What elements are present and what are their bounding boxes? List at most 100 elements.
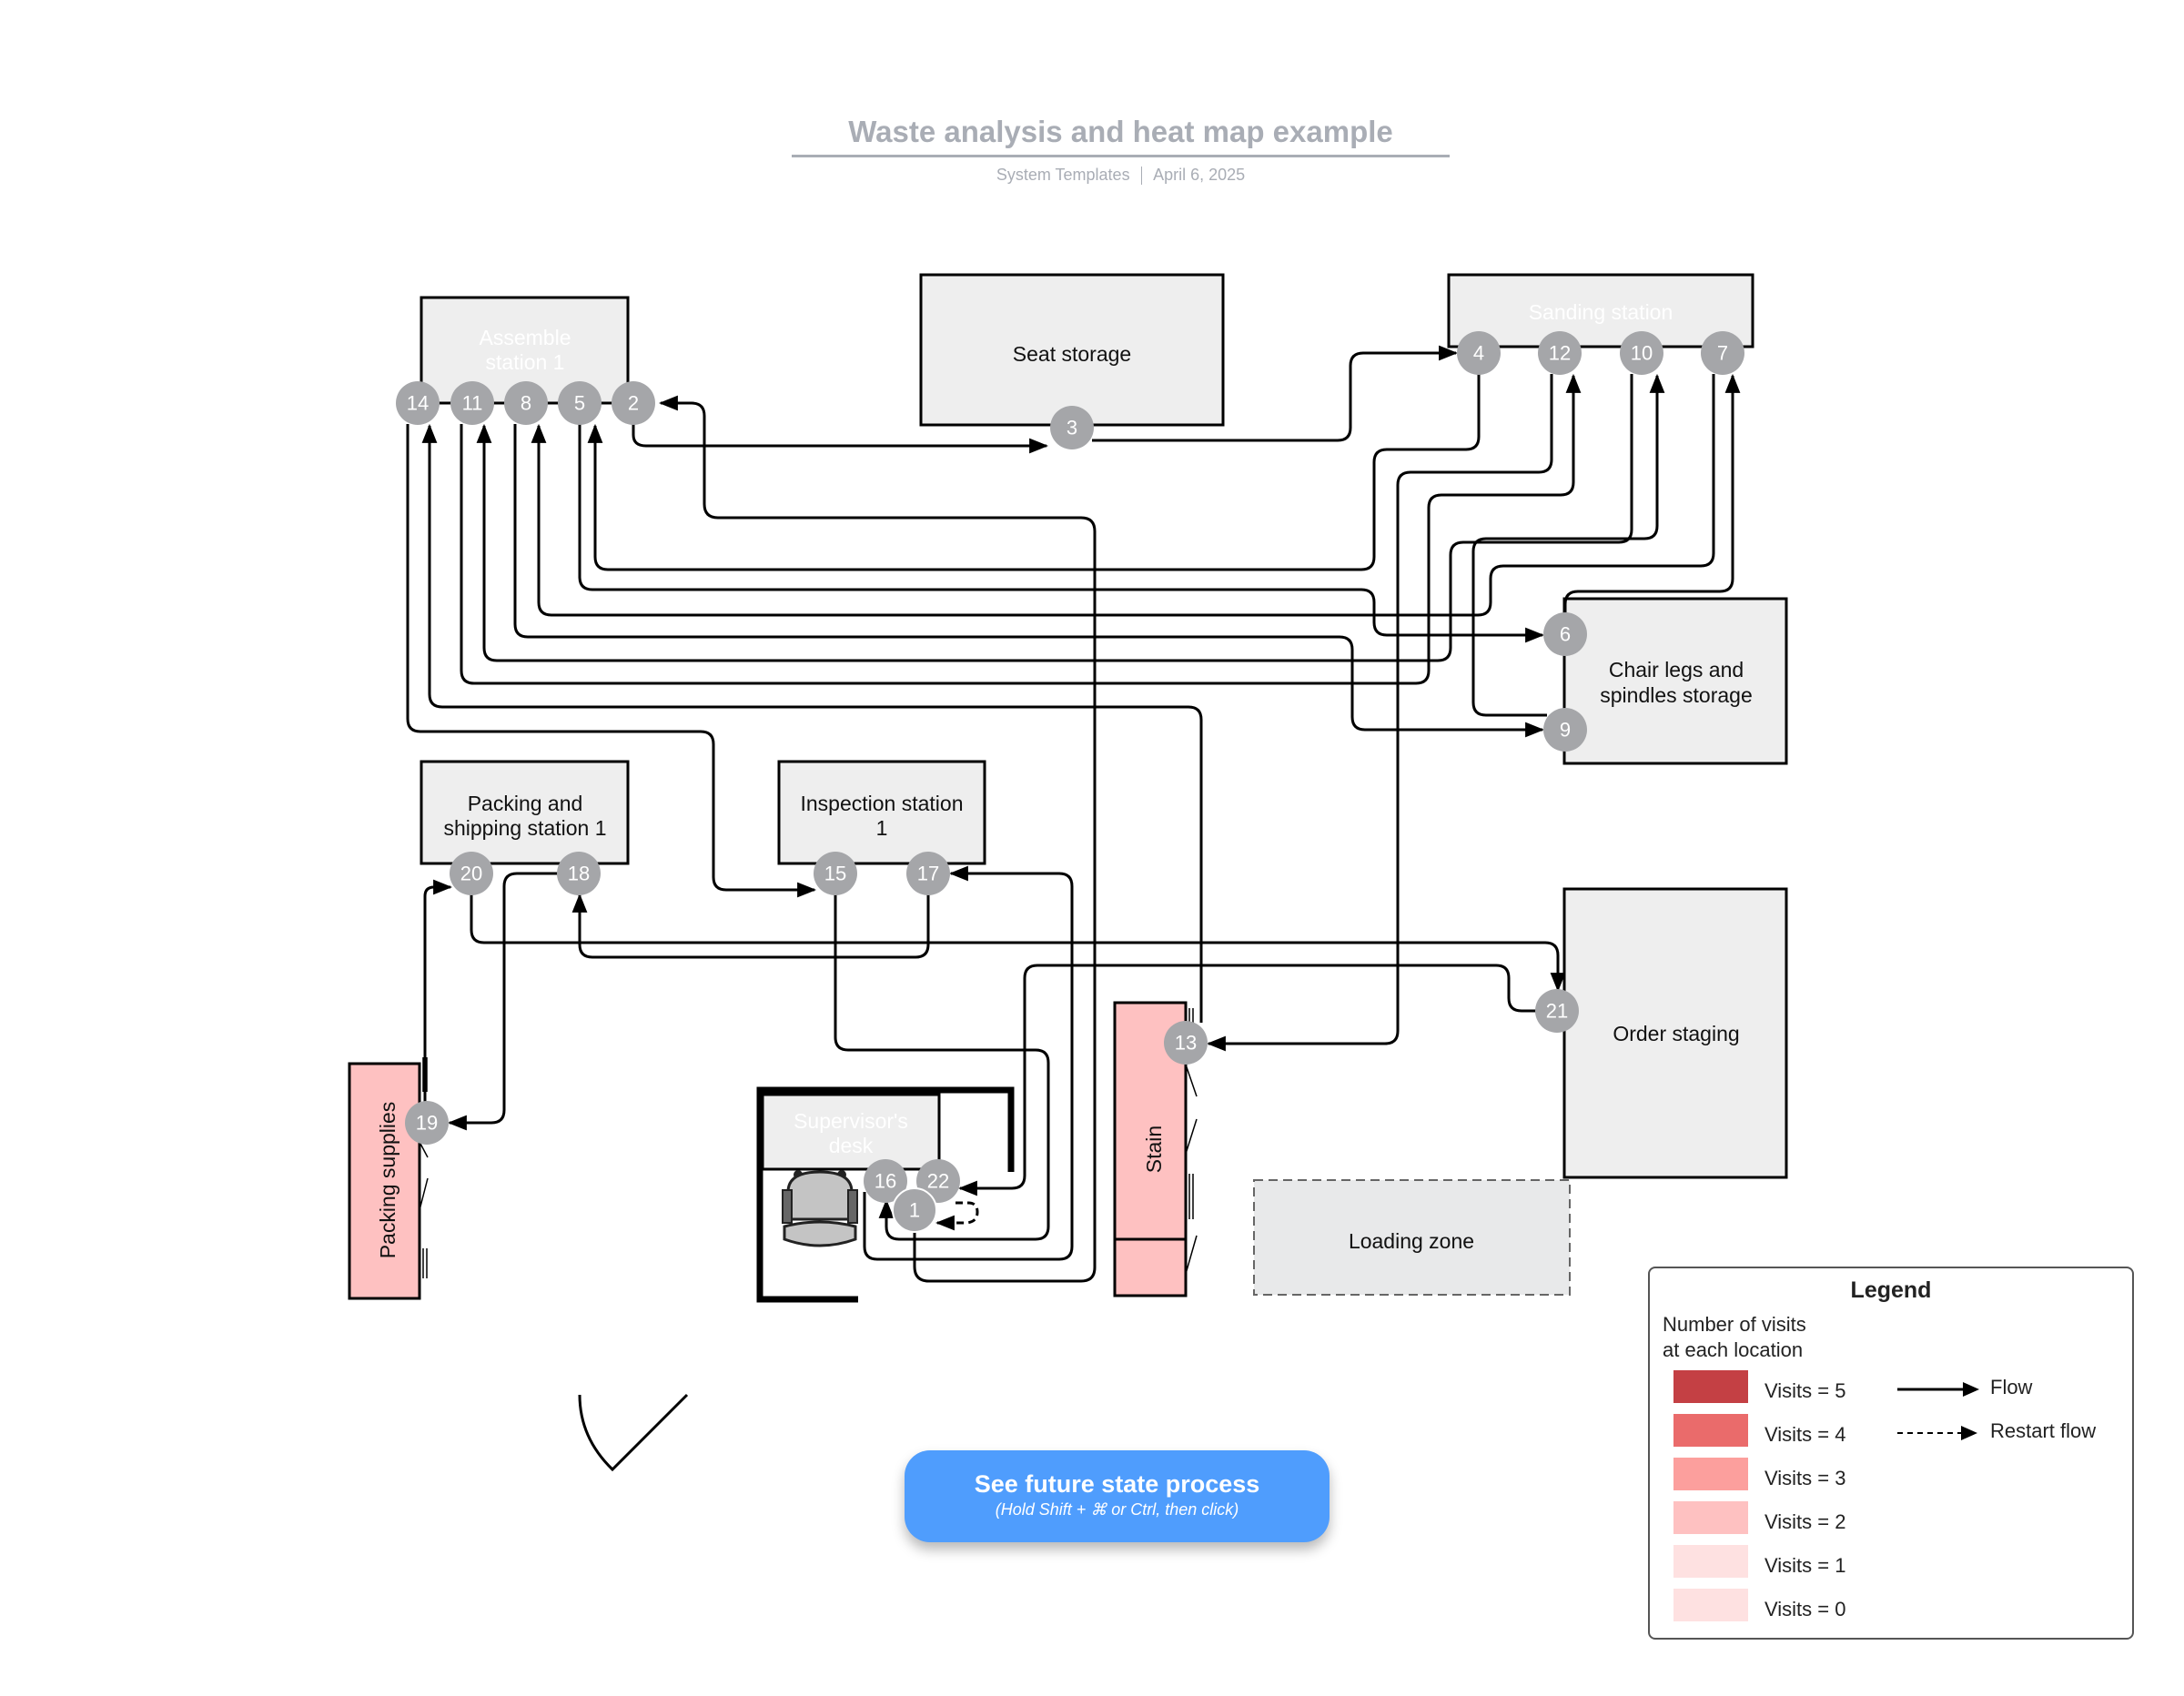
location-packing-shipping-station[interactable]: Packing and shipping station 1 bbox=[420, 760, 630, 865]
step-node-3[interactable]: 3 bbox=[1050, 406, 1094, 449]
date: April 6, 2025 bbox=[1153, 166, 1246, 184]
legend-row-label: Visits = 0 bbox=[1764, 1598, 1846, 1620]
subtitle-separator bbox=[1140, 167, 1143, 186]
page-title: Waste analysis and heat map example bbox=[848, 115, 1393, 148]
legend-title: Legend bbox=[1850, 1277, 1932, 1303]
packing-shipping-label-line1: Packing and bbox=[468, 792, 583, 815]
location-supervisor-office[interactable]: Supervisor's desk bbox=[756, 1086, 1015, 1303]
legend-row: Visits = 1 bbox=[1673, 1545, 1883, 1578]
assemble-label-line1: Assemble bbox=[480, 326, 571, 349]
loading-zone-label: Loading zone bbox=[1349, 1229, 1474, 1253]
legend-row-label: Visits = 4 bbox=[1764, 1423, 1846, 1446]
flow-8-to-9 bbox=[513, 424, 1545, 738]
flow-22-to-1-restart bbox=[935, 1201, 979, 1231]
legend-flow: Flow bbox=[1896, 1376, 2123, 1403]
location-order-staging[interactable]: Order staging bbox=[1562, 887, 1788, 1179]
svg-text:11: 11 bbox=[462, 392, 483, 415]
step-node-11[interactable]: 11 bbox=[450, 381, 494, 425]
assemble-label-line2: station 1 bbox=[486, 350, 565, 374]
legend-swatch bbox=[1673, 1370, 1748, 1403]
location-seat-storage[interactable]: Seat storage bbox=[919, 273, 1225, 427]
flow-17-to-18 bbox=[571, 893, 930, 959]
chair-legs-label-line2: spindles storage bbox=[1600, 683, 1753, 707]
location-packing-supplies[interactable]: Packing supplies bbox=[348, 1057, 429, 1300]
flow-connectors bbox=[406, 345, 1741, 1283]
legend-row-label: Visits = 1 bbox=[1764, 1554, 1846, 1577]
svg-text:21: 21 bbox=[1546, 1000, 1568, 1023]
see-future-state-button[interactable]: See future state process (Hold Shift + ⌘… bbox=[905, 1450, 1330, 1542]
step-node-2[interactable]: 2 bbox=[612, 381, 655, 425]
step-node-6[interactable]: 6 bbox=[1543, 612, 1587, 656]
inspection-label-line2: 1 bbox=[876, 816, 888, 840]
step-nodes: 14 11 8 5 2 3 4 12 10 7 6 9 20 18 15 17 … bbox=[396, 331, 1744, 1233]
step-node-13[interactable]: 13 bbox=[1164, 1021, 1208, 1065]
location-sanding-station[interactable]: Sanding station bbox=[1447, 273, 1754, 348]
flow-16-to-17 bbox=[863, 865, 1074, 1261]
sanding-label: Sanding station bbox=[1529, 300, 1673, 324]
packing-shipping-label-line2: shipping station 1 bbox=[443, 816, 606, 840]
legend-row: Visits = 4 bbox=[1673, 1414, 1883, 1447]
legend-swatch bbox=[1673, 1501, 1748, 1534]
title-underline bbox=[792, 155, 1450, 157]
step-node-16[interactable]: 16 bbox=[864, 1159, 907, 1203]
svg-text:12: 12 bbox=[1549, 342, 1571, 365]
cta-label: See future state process bbox=[974, 1470, 1260, 1498]
step-node-4[interactable]: 4 bbox=[1457, 331, 1501, 375]
svg-text:4: 4 bbox=[1473, 342, 1484, 365]
svg-text:8: 8 bbox=[521, 392, 531, 415]
svg-text:3: 3 bbox=[1067, 417, 1077, 439]
step-node-5[interactable]: 5 bbox=[558, 381, 602, 425]
page-subtitle: System Templates April 6, 2025 bbox=[792, 166, 1450, 186]
legend-restart-label: Restart flow bbox=[1990, 1419, 2097, 1442]
step-node-20[interactable]: 20 bbox=[450, 852, 493, 895]
svg-text:14: 14 bbox=[407, 392, 429, 415]
svg-text:2: 2 bbox=[628, 392, 639, 415]
step-node-12[interactable]: 12 bbox=[1538, 331, 1582, 375]
step-node-19[interactable]: 19 bbox=[405, 1101, 449, 1145]
step-node-10[interactable]: 10 bbox=[1620, 331, 1663, 375]
step-node-21[interactable]: 21 bbox=[1535, 989, 1579, 1033]
step-node-9[interactable]: 9 bbox=[1543, 708, 1587, 752]
svg-text:5: 5 bbox=[574, 392, 585, 415]
location-inspection-station[interactable]: Inspection station 1 bbox=[777, 760, 986, 865]
svg-text:18: 18 bbox=[568, 863, 590, 885]
flow-14-to-15 bbox=[406, 424, 817, 898]
flow-12-to-13 bbox=[1206, 374, 1553, 1052]
flow-7-to-8 bbox=[531, 374, 1715, 617]
flow-4-to-5 bbox=[587, 374, 1481, 571]
legend-swatch bbox=[1673, 1545, 1748, 1578]
svg-text:9: 9 bbox=[1560, 719, 1571, 742]
flow-21-to-22 bbox=[957, 964, 1536, 1196]
legend-swatch bbox=[1673, 1458, 1748, 1490]
legend-swatch bbox=[1673, 1589, 1748, 1621]
svg-text:13: 13 bbox=[1175, 1032, 1197, 1055]
legend-row-label: Visits = 5 bbox=[1764, 1379, 1846, 1402]
legend-row: Visits = 0 bbox=[1673, 1589, 1883, 1621]
flow-18-to-19 bbox=[447, 872, 559, 1131]
flow-11-to-12 bbox=[460, 373, 1582, 685]
door-swing-icon bbox=[578, 1393, 689, 1472]
office-chair-icon bbox=[782, 1170, 858, 1247]
flow-13-to-14 bbox=[421, 423, 1203, 1023]
author: System Templates bbox=[996, 166, 1130, 184]
legend: Legend Number of visits at each location… bbox=[1648, 1267, 2134, 1640]
legend-row-label: Visits = 3 bbox=[1764, 1467, 1846, 1489]
seat-storage-label: Seat storage bbox=[1013, 342, 1131, 366]
step-node-8[interactable]: 8 bbox=[504, 381, 548, 425]
step-node-14[interactable]: 14 bbox=[396, 381, 440, 425]
svg-text:19: 19 bbox=[416, 1112, 438, 1135]
location-loading-zone[interactable]: Loading zone bbox=[1253, 1179, 1571, 1296]
location-chair-legs-storage[interactable]: Chair legs and spindles storage bbox=[1562, 597, 1788, 765]
step-node-15[interactable]: 15 bbox=[814, 852, 857, 895]
legend-row: Visits = 2 bbox=[1673, 1501, 1883, 1534]
legend-row-label: Visits = 2 bbox=[1764, 1510, 1846, 1533]
svg-text:22: 22 bbox=[927, 1170, 949, 1193]
flow-6-to-7 bbox=[1563, 373, 1741, 613]
supervisor-desk-label-line2: desk bbox=[829, 1134, 874, 1157]
step-node-17[interactable]: 17 bbox=[906, 852, 950, 895]
packing-supplies-doors bbox=[419, 1057, 429, 1278]
inspection-label-line1: Inspection station bbox=[800, 792, 963, 815]
step-node-1[interactable]: 1 bbox=[892, 1187, 937, 1233]
step-node-18[interactable]: 18 bbox=[557, 852, 601, 895]
step-node-7[interactable]: 7 bbox=[1701, 331, 1744, 375]
